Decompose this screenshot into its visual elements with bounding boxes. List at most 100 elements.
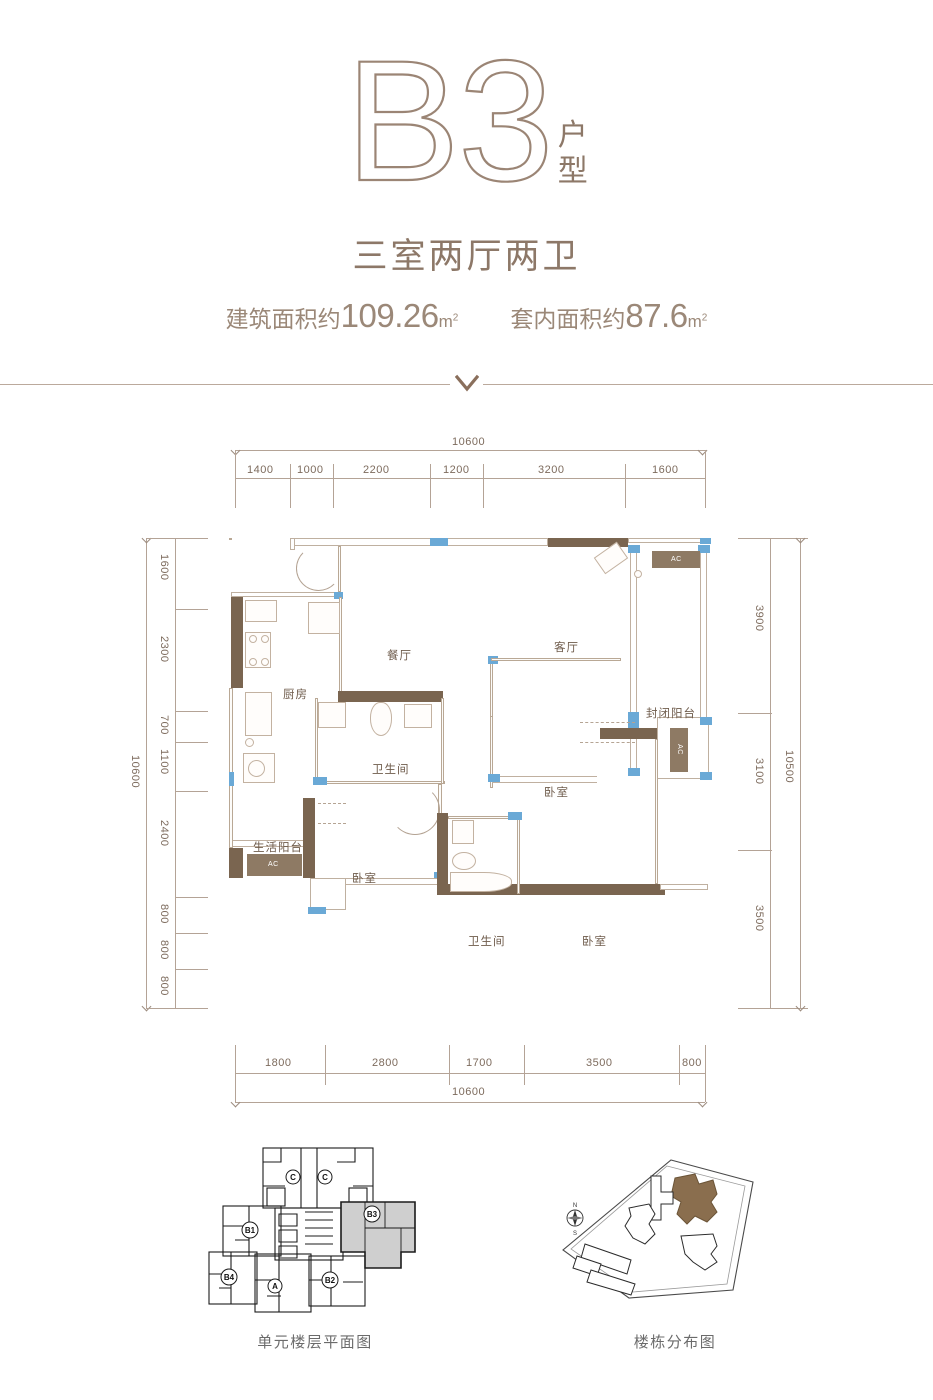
bedroomN-south-glass — [492, 776, 597, 783]
area-net-value: 87.6 — [625, 297, 688, 334]
area-gross-value: 109.26 — [340, 297, 439, 334]
entry-door-leaf — [338, 546, 341, 592]
ac-unit-utility-balcony — [247, 854, 302, 876]
unit-floor-plan[interactable]: C C B1 B3 B4 A B2 单元楼层平面图 — [205, 1140, 425, 1352]
wall-bath2-west — [437, 813, 448, 895]
bedroomW-bay — [310, 878, 346, 910]
wall-master-east — [655, 739, 658, 884]
bath1-sink — [404, 704, 432, 728]
building-distribution-caption: 楼栋分布图 — [633, 1334, 717, 1351]
wall-master-south — [445, 884, 665, 895]
dim-bottom-seg-line — [235, 1073, 705, 1074]
wall-balcony-east — [303, 798, 315, 878]
dim-bottom-tick — [449, 1045, 450, 1085]
dim-right-tick — [738, 1008, 808, 1009]
wall-balcony-west — [229, 688, 233, 848]
dim-right-total-tick-bottom — [795, 1001, 806, 1012]
svg-text:S: S — [573, 1231, 577, 1237]
divider-line-left — [0, 384, 450, 385]
bedroomW-south-glass — [345, 878, 437, 885]
room-label-utility-balcony: 生活阳台 — [253, 842, 303, 854]
page-title: B3 — [344, 25, 555, 217]
title-suffix-line1: 户 — [557, 119, 588, 152]
room-label-bedroom-north: 卧室 — [544, 787, 569, 799]
wall-kitchen-north — [231, 592, 341, 597]
stove-burner — [261, 658, 269, 666]
window-bath2-north — [508, 812, 522, 820]
bath2-sink — [452, 820, 474, 844]
page-header: B3 户 型 三室两厅两卫 建筑面积约109.26m2 套内面积约87.6m2 — [0, 0, 933, 335]
kitchen-island — [308, 602, 340, 634]
window-north-dining — [430, 538, 448, 546]
dim-left-seg-2: 700 — [158, 715, 170, 735]
dim-right-seg-1: 3100 — [753, 758, 765, 785]
window-north-right — [700, 538, 711, 544]
dim-top-seg-4: 3200 — [538, 464, 565, 476]
wall-kitchen-west — [231, 592, 243, 688]
enclosed-balcony-outer-glass — [700, 547, 707, 777]
unit-floor-plan-canvas: C C B1 B3 B4 A B2 — [205, 1140, 425, 1325]
dim-right-total-tick-top — [795, 533, 806, 544]
wall-balcony-sw-corner — [229, 848, 243, 878]
area-gross-unit: m2 — [438, 312, 459, 331]
svg-text:B1: B1 — [245, 1226, 256, 1235]
window-bath1-west — [313, 777, 327, 785]
title-suffix: 户 型 — [558, 46, 588, 196]
svg-text:C: C — [322, 1173, 328, 1182]
window-enclosed-balcony-n2 — [698, 545, 710, 553]
dim-right-seg-2: 3500 — [753, 905, 765, 932]
room-label-bedroom-master: 卧室 — [582, 936, 607, 948]
window-bedroomW-bay — [308, 907, 326, 914]
dim-top-tick — [235, 450, 236, 508]
dim-top-seg-line — [235, 478, 705, 479]
room-label-bathroom-main: 卫生间 — [372, 764, 410, 776]
window-east-ac-bottom — [700, 772, 712, 780]
divider-line-right — [483, 384, 933, 385]
dim-left-seg-line — [175, 538, 176, 1008]
bath2-toilet — [452, 852, 476, 870]
dim-bottom-seg-3: 3500 — [586, 1057, 613, 1069]
dim-top-seg-2: 2200 — [363, 464, 390, 476]
dim-right-tick — [738, 850, 772, 851]
dim-top-total-label: 10600 — [452, 436, 486, 448]
ac-unit-north — [652, 551, 700, 568]
dim-bottom-seg-0: 1800 — [265, 1057, 292, 1069]
dim-left-seg-6: 800 — [158, 940, 170, 960]
dim-right-seg-0: 3900 — [753, 605, 765, 632]
room-label-kitchen: 厨房 — [283, 689, 308, 701]
dim-bottom-total-line — [235, 1102, 705, 1103]
wardrobe-dash-bedroomW — [318, 823, 346, 824]
page-subtitle: 三室两厅两卫 — [352, 237, 581, 276]
thumbnail-row: C C B1 B3 B4 A B2 单元楼层平面图 — [0, 1130, 933, 1390]
kitchen-sink — [245, 692, 272, 736]
entry-door-arc — [296, 546, 341, 591]
dim-top-seg-5: 1600 — [652, 464, 679, 476]
kitchen-counter-top — [245, 600, 277, 622]
wall-entry-stub — [290, 538, 295, 550]
dim-right-seg-line — [770, 538, 771, 1008]
drain-north — [634, 570, 642, 578]
utility-sink — [245, 738, 254, 747]
dim-top-tick — [483, 464, 484, 508]
master-wardrobe-dash — [580, 722, 635, 723]
dim-top-tick — [705, 450, 706, 508]
wardrobe-dash-bedroomW — [318, 803, 346, 804]
bath1-toilet — [370, 702, 392, 736]
wall-master-north — [600, 728, 662, 739]
building-distribution-map[interactable]: N S 楼栋分布图 — [545, 1150, 805, 1352]
dim-right-total-line — [800, 538, 801, 1008]
dim-bottom-seg-2: 1700 — [466, 1057, 493, 1069]
room-label-bathroom-second: 卫生间 — [468, 936, 506, 948]
unit-floor-plan-caption: 单元楼层平面图 — [257, 1334, 373, 1351]
dim-left-total-line — [146, 538, 147, 1008]
svg-text:B4: B4 — [224, 1273, 235, 1282]
dim-top-seg-3: 1200 — [443, 464, 470, 476]
room-label-living-room: 客厅 — [554, 642, 579, 654]
dim-left-seg-3: 1100 — [158, 749, 170, 775]
svg-text:B3: B3 — [367, 1210, 378, 1219]
wall-west-outer — [229, 538, 232, 540]
dim-left-seg-5: 800 — [158, 904, 170, 924]
dim-top-tick — [430, 464, 431, 508]
dim-right-tick — [738, 713, 772, 714]
dim-left-tick — [175, 711, 208, 712]
